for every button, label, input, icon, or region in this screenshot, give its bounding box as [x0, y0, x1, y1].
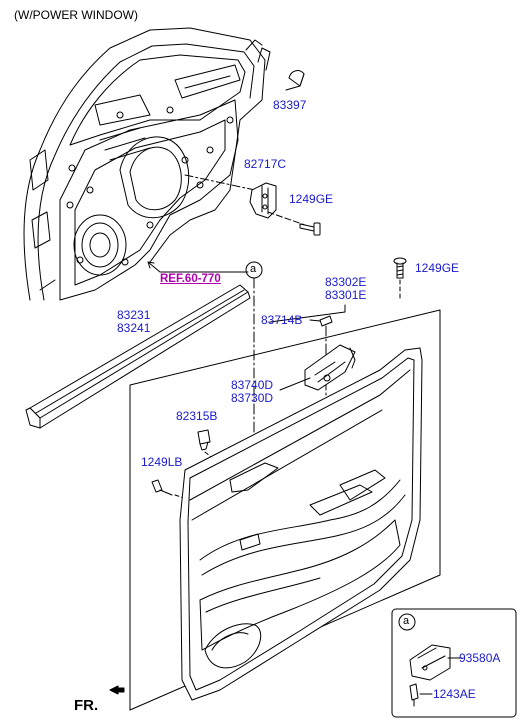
- detail-box: [391, 608, 517, 718]
- door-trim-panel: [179, 347, 423, 701]
- part-label-83301E[interactable]: 83301E: [325, 288, 367, 302]
- part-label-83241[interactable]: 83241: [117, 321, 151, 335]
- part-label-1249LB[interactable]: 1249LB: [141, 455, 183, 469]
- screw-1249LB: [151, 479, 173, 496]
- screw-1249GE-top: [393, 257, 407, 279]
- trim-panel-frame: [129, 309, 441, 711]
- screw-1249GE-mid: [299, 222, 321, 236]
- part-label-82315B[interactable]: 82315B: [176, 409, 218, 423]
- part-label-83714B[interactable]: 83714B: [261, 313, 303, 327]
- callout-a-detail: a: [403, 615, 410, 627]
- reference-link[interactable]: REF.60-770: [160, 273, 221, 285]
- part-label-83730D[interactable]: 83730D: [231, 391, 274, 405]
- cap-83397: [288, 70, 305, 87]
- part-label-83397[interactable]: 83397: [273, 98, 307, 112]
- clip-82315B: [197, 429, 211, 451]
- handle-bracket-83740D: [304, 344, 356, 391]
- diagram-title: (W/POWER WINDOW): [14, 8, 138, 22]
- callout-a-main: a: [250, 263, 257, 275]
- part-label-1249GE-top[interactable]: 1249GE: [415, 261, 460, 275]
- weatherstrip-drawing: [25, 284, 251, 429]
- part-label-83302E[interactable]: 83302E: [325, 275, 367, 289]
- part-label-1249GE-mid[interactable]: 1249GE: [289, 192, 334, 206]
- part-label-1243AE[interactable]: 1243AE: [433, 687, 476, 701]
- part-label-83740D[interactable]: 83740D: [231, 378, 274, 392]
- part-label-82717C[interactable]: 82717C: [244, 157, 287, 171]
- door-frame-drawing: [23, 27, 271, 301]
- front-direction-label: FR.: [74, 697, 99, 714]
- fr-arrow: [109, 685, 125, 695]
- bracket-82717C: [249, 182, 277, 219]
- part-label-93580A[interactable]: 93580A: [459, 651, 501, 665]
- part-label-83231[interactable]: 83231: [117, 308, 151, 322]
